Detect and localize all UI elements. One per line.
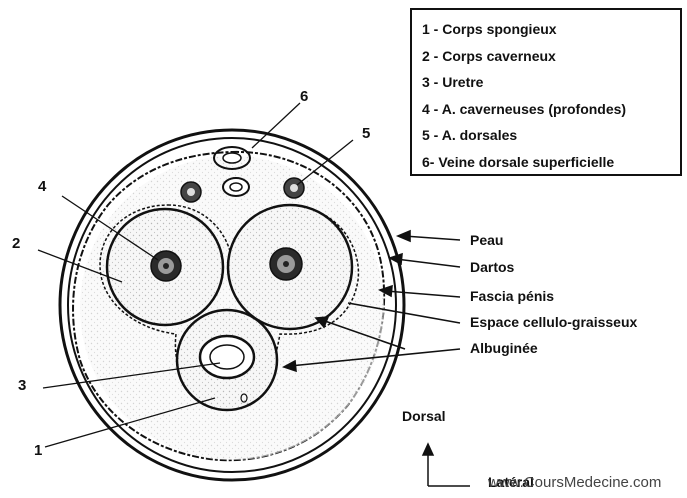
legend-item-2: 2 - Corps caverneux [422, 43, 680, 70]
watermark: www.CoursMedecine.com [488, 474, 661, 491]
label-albuginee: Albuginée [470, 340, 538, 356]
label-peau: Peau [470, 232, 503, 248]
legend-box: 1 - Corps spongieux 2 - Corps caverneux … [410, 8, 682, 176]
label-dartos: Dartos [470, 259, 514, 275]
number-label-2: 2 [12, 235, 20, 252]
legend-item-1: 1 - Corps spongieux [422, 16, 680, 43]
dorsal-artery-left-core [187, 188, 195, 196]
urethra-lumen [210, 345, 244, 369]
cavernous-artery-right-center [283, 261, 289, 267]
legend-item-6: 6- Veine dorsale superficielle [422, 149, 680, 176]
dorsal-artery-right-core [290, 184, 298, 192]
number-label-6: 6 [300, 88, 308, 105]
superficial-dorsal-vein-lumen [223, 153, 241, 163]
legend-item-3: 3 - Uretre [422, 69, 680, 96]
number-label-3: 3 [18, 377, 26, 394]
legend-item-5: 5 - A. dorsales [422, 122, 680, 149]
orientation-axes [423, 444, 470, 486]
cavernous-artery-left-center [163, 263, 169, 269]
deep-dorsal-vein [223, 178, 249, 196]
number-label-4: 4 [38, 178, 46, 195]
number-label-5: 5 [362, 125, 370, 142]
label-fascia: Fascia pénis [470, 288, 554, 304]
number-label-1: 1 [34, 442, 42, 459]
legend-item-4: 4 - A. caverneuses (profondes) [422, 96, 680, 123]
label-dorsal: Dorsal [402, 408, 446, 424]
label-espace: Espace cellulo-graisseux [470, 314, 637, 330]
